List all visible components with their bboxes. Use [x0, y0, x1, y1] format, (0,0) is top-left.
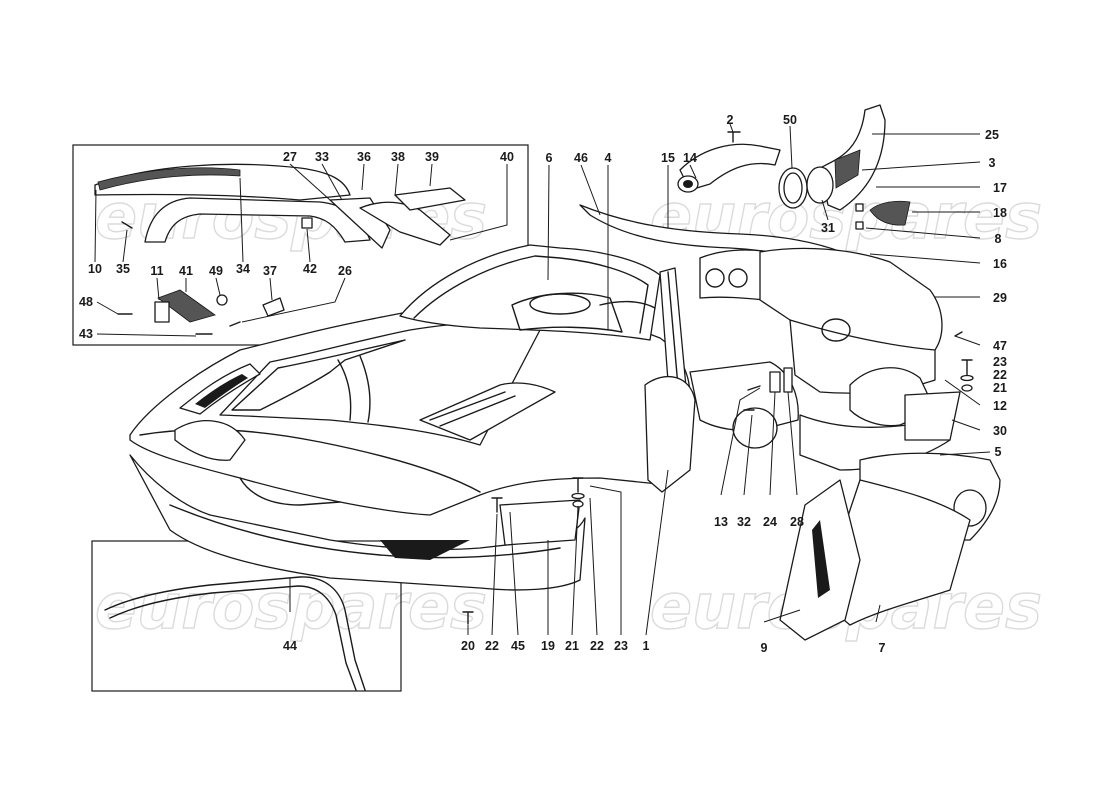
callout-3: 3 — [989, 156, 996, 170]
callout-9: 9 — [761, 641, 768, 655]
leader-lines — [94, 123, 991, 636]
callout-16: 16 — [993, 257, 1007, 271]
callout-20: 20 — [461, 639, 475, 653]
callout-26: 26 — [338, 264, 352, 278]
small-parts — [462, 104, 974, 625]
callout-5: 5 — [995, 445, 1002, 459]
callout-40: 40 — [500, 150, 514, 164]
callout-33: 33 — [315, 150, 329, 164]
callout-10: 10 — [88, 262, 102, 276]
callout-34: 34 — [236, 262, 250, 276]
callout-29: 29 — [993, 291, 1007, 305]
callout-38: 38 — [391, 150, 405, 164]
callout-13: 13 — [714, 515, 728, 529]
callout-45: 45 — [511, 639, 525, 653]
callout-7: 7 — [879, 641, 886, 655]
callout-25: 25 — [985, 128, 999, 142]
callout-27: 27 — [283, 150, 297, 164]
callout-11: 11 — [150, 264, 163, 278]
callout-23-right: 23 — [993, 355, 1007, 369]
callout-44: 44 — [283, 639, 297, 653]
callout-37: 37 — [263, 264, 277, 278]
callout-48: 48 — [79, 295, 93, 309]
callout-labels: 2 50 25 3 17 18 8 16 29 47 23 22 21 12 3… — [79, 113, 1007, 655]
callout-15: 15 — [661, 151, 675, 165]
callout-50: 50 — [783, 113, 797, 127]
callout-32: 32 — [737, 515, 751, 529]
callout-2: 2 — [727, 113, 734, 127]
callout-39: 39 — [425, 150, 439, 164]
callout-31: 31 — [821, 221, 835, 235]
seal-inset-part — [104, 576, 366, 691]
callout-14: 14 — [683, 151, 697, 165]
callout-43: 43 — [79, 327, 93, 341]
roof-inset-parts — [94, 163, 466, 335]
callout-41: 41 — [179, 264, 193, 278]
callout-21-right: 21 — [993, 381, 1007, 395]
callout-28: 28 — [790, 515, 804, 529]
car-body-shell — [129, 204, 1001, 641]
callout-12: 12 — [993, 399, 1007, 413]
callout-21-b: 21 — [565, 639, 579, 653]
callout-19: 19 — [541, 639, 555, 653]
callout-35: 35 — [116, 262, 130, 276]
callout-18: 18 — [993, 206, 1007, 220]
callout-6: 6 — [546, 151, 553, 165]
callout-17: 17 — [993, 181, 1007, 195]
callout-46: 46 — [574, 151, 588, 165]
callout-22-a: 22 — [485, 639, 499, 653]
callout-4: 4 — [605, 151, 612, 165]
callout-23-b: 23 — [614, 639, 628, 653]
callout-49: 49 — [209, 264, 223, 278]
callout-36: 36 — [357, 150, 371, 164]
callout-30: 30 — [993, 424, 1007, 438]
callout-22-b: 22 — [590, 639, 604, 653]
callout-8: 8 — [995, 232, 1002, 246]
callout-47: 47 — [993, 339, 1007, 353]
callout-22-right: 22 — [993, 368, 1007, 382]
callout-1: 1 — [643, 639, 650, 653]
callout-42: 42 — [303, 262, 317, 276]
callout-24: 24 — [763, 515, 777, 529]
